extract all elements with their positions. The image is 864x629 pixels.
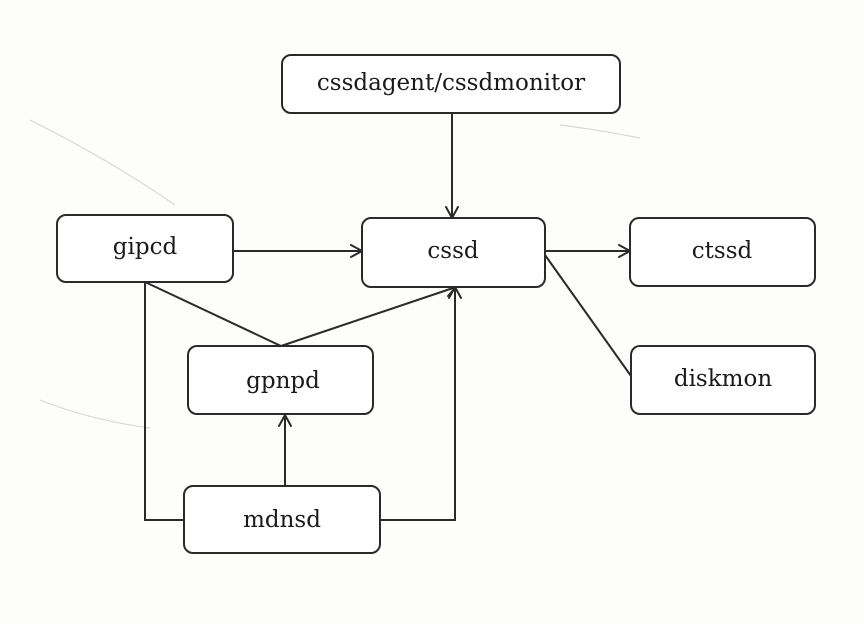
node-gipcd: gipcd — [56, 214, 234, 283]
node-label: ctssd — [692, 238, 753, 264]
scan-smudge — [29, 119, 176, 206]
node-ctssd: ctssd — [629, 217, 816, 287]
node-gpnpd: gpnpd — [187, 345, 374, 415]
node-diskmon: diskmon — [630, 345, 816, 415]
node-label: diskmon — [674, 366, 772, 392]
scan-smudge — [559, 124, 641, 139]
node-label: mdnsd — [243, 507, 321, 533]
edge-gipcd-to-mdnsd — [144, 282, 184, 521]
edge-cssd-to-diskmon — [544, 254, 632, 377]
node-mdnsd: mdnsd — [183, 485, 381, 554]
node-label: gpnpd — [246, 368, 320, 394]
edge-gipcd-via-gpnpd-to-cssd — [144, 281, 457, 348]
node-label: gipcd — [113, 234, 178, 260]
node-cssdagent-cssdmonitor: cssdagent/cssdmonitor — [281, 54, 621, 114]
edge-mdnsd-to-cssd — [380, 287, 456, 521]
node-label: cssd — [427, 238, 478, 264]
node-cssd: cssd — [361, 217, 546, 288]
scan-smudge — [39, 399, 151, 429]
node-label: cssdagent/cssdmonitor — [317, 70, 585, 96]
